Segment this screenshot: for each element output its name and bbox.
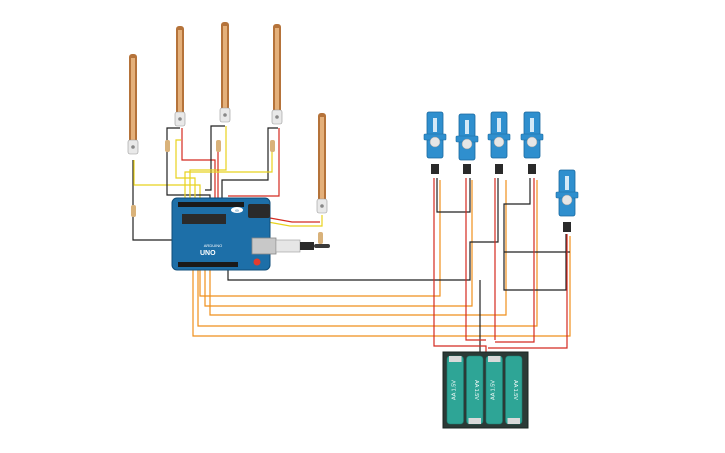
battery-cell: AA 1.5V bbox=[466, 355, 484, 425]
wire-vcc-servo2 bbox=[465, 178, 486, 341]
usb-cable bbox=[275, 239, 330, 253]
flex-sensors bbox=[127, 22, 328, 214]
usb-port bbox=[251, 237, 277, 255]
flex-sensor-2 bbox=[174, 26, 186, 127]
wire-vcc-servo5 bbox=[488, 234, 568, 349]
resistor-4 bbox=[270, 140, 275, 152]
flex-sensor-4 bbox=[271, 24, 283, 125]
wire-servo3-signal bbox=[209, 180, 507, 316]
servo-1 bbox=[423, 111, 447, 174]
battery-cell: AA 1.5V bbox=[446, 355, 464, 425]
wire-gnd-servo1 bbox=[436, 178, 471, 213]
wire-flex2-yellow bbox=[175, 139, 196, 205]
servo-2 bbox=[455, 113, 479, 174]
wire-servo1-signal bbox=[199, 180, 441, 297]
power-jack bbox=[248, 204, 270, 218]
wire-flex2-black bbox=[166, 127, 211, 205]
flex-sensor-3 bbox=[219, 22, 231, 123]
arduino-model-text: UNO bbox=[200, 250, 216, 257]
microcontroller-chip bbox=[182, 214, 226, 224]
wire-flex3-yellow bbox=[189, 126, 227, 205]
wire-servo2-signal bbox=[204, 180, 473, 307]
wire-vcc-servo1 bbox=[433, 178, 487, 352]
resistors bbox=[131, 140, 323, 244]
servo-5 bbox=[555, 169, 579, 232]
wire-servo5-signal bbox=[192, 236, 571, 337]
battery-cell-label: AA 1.5V bbox=[512, 380, 518, 400]
arduino-brand-text: ARDUINO bbox=[204, 243, 222, 248]
battery-pack: AA 1.5V AA 1.5V AA 1.5V AA 1.5V bbox=[442, 351, 529, 429]
resistor-5 bbox=[318, 232, 323, 244]
resistor-2 bbox=[165, 140, 170, 152]
battery-cell: AA 1.5V bbox=[485, 355, 503, 425]
servo-4 bbox=[520, 111, 544, 174]
wire-flex4-yellow bbox=[184, 150, 273, 205]
wire-flex2-red bbox=[181, 128, 216, 205]
wires bbox=[132, 125, 571, 352]
resistor-1 bbox=[131, 205, 136, 217]
wire-gnd-servo4 bbox=[503, 178, 567, 291]
wire-flex4-black bbox=[221, 127, 278, 205]
wire-flex1-black bbox=[132, 160, 180, 241]
battery-cell-label: AA 1.5V bbox=[473, 380, 479, 400]
servos bbox=[423, 111, 579, 232]
wire-vcc-servo4 bbox=[495, 178, 535, 343]
servo-3 bbox=[487, 111, 511, 174]
analog-header bbox=[178, 262, 238, 267]
wire-flex3-black bbox=[205, 125, 225, 191]
battery-cell: AA 1.5V bbox=[505, 355, 523, 425]
resistor-3 bbox=[216, 140, 221, 152]
flex-sensor-5 bbox=[316, 113, 328, 214]
wire-flex4-red bbox=[228, 128, 280, 197]
digital-header bbox=[178, 202, 244, 207]
reset-button[interactable] bbox=[253, 258, 261, 266]
battery-cell-label: AA 1.5V bbox=[490, 380, 496, 400]
wire-servo4-signal bbox=[197, 180, 538, 327]
arduino-logo: ∞ bbox=[235, 208, 239, 214]
wire-gnd-main bbox=[227, 178, 499, 281]
arduino-uno: ∞ ARDUINO UNO bbox=[171, 197, 277, 271]
battery-cell-label: AA 1.5V bbox=[451, 380, 457, 400]
flex-sensor-1 bbox=[127, 54, 139, 155]
